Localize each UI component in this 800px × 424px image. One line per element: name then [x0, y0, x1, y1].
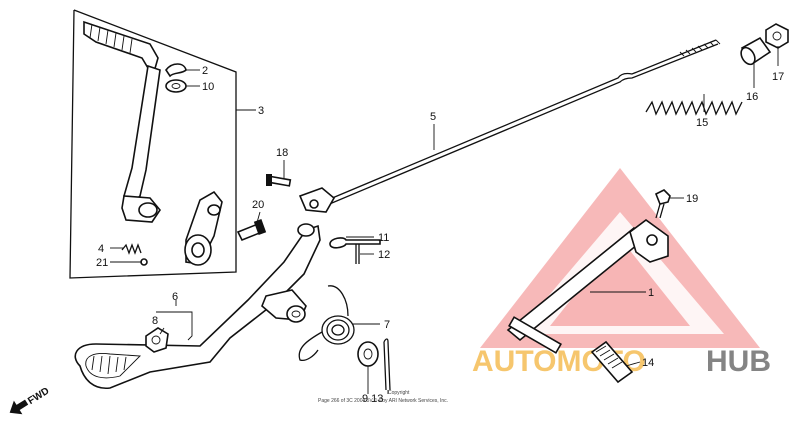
brake-rod-5 — [298, 39, 721, 213]
callout-6: 6 — [172, 291, 178, 303]
callout-labels: 1 2 3 4 5 6 7 8 9 13 10 11 12 14 15 16 1… — [96, 65, 784, 405]
watermark-text-b: HUB — [706, 345, 771, 378]
kick-lever — [83, 20, 161, 223]
callout-3: 3 — [258, 105, 264, 117]
brake-pedal-6 — [74, 223, 321, 390]
washer-10 — [165, 79, 187, 93]
bolt-19 — [654, 189, 671, 219]
clip-2 — [165, 63, 187, 78]
pin-11 — [329, 237, 381, 249]
callout-16: 16 — [746, 91, 758, 103]
callout-4: 4 — [98, 243, 104, 255]
callout-8: 8 — [152, 315, 158, 327]
callout-17: 17 — [772, 71, 784, 83]
sleeve-16 — [740, 36, 772, 66]
watermark-logo: AUTOMOTO HUB — [472, 168, 771, 378]
bolt-20 — [236, 219, 267, 242]
return-spring-7 — [298, 285, 355, 362]
callout-9-13: 9 13 — [362, 393, 383, 405]
fwd-arrow: FWD — [9, 386, 51, 415]
copyright-line-2: Page 266 of 3C 2004 5V J 4 by ARI Networ… — [318, 398, 448, 404]
callout-12: 12 — [378, 249, 390, 261]
callout-2: 2 — [202, 65, 208, 77]
callout-10: 10 — [202, 81, 214, 93]
pin-18 — [266, 174, 292, 187]
cotter-12 — [355, 244, 360, 264]
callout-1: 1 — [648, 287, 654, 299]
callout-5: 5 — [430, 111, 436, 123]
cap-8 — [145, 327, 169, 353]
fwd-label: FWD — [26, 386, 51, 407]
callout-7: 7 — [384, 319, 390, 331]
callout-14: 14 — [642, 357, 654, 369]
callout-11: 11 — [378, 232, 389, 244]
spring-15 — [645, 100, 743, 116]
leader-lines — [110, 46, 779, 394]
washer-9 — [357, 341, 379, 367]
copyright-line-1: Copyright — [388, 390, 410, 396]
callout-21: 21 — [96, 257, 108, 269]
callout-18: 18 — [276, 147, 288, 159]
callout-20: 20 — [252, 199, 264, 211]
cotter-pin-13 — [383, 338, 391, 391]
nut-17 — [765, 23, 789, 49]
spring-4 — [121, 243, 142, 255]
kickstarter-group-box — [69, 9, 237, 279]
callout-19: 19 — [686, 193, 698, 205]
spring-14 — [590, 340, 634, 384]
brake-arm-1 — [506, 219, 669, 354]
kick-starter-arm — [184, 190, 223, 266]
callout-15: 15 — [696, 117, 708, 129]
